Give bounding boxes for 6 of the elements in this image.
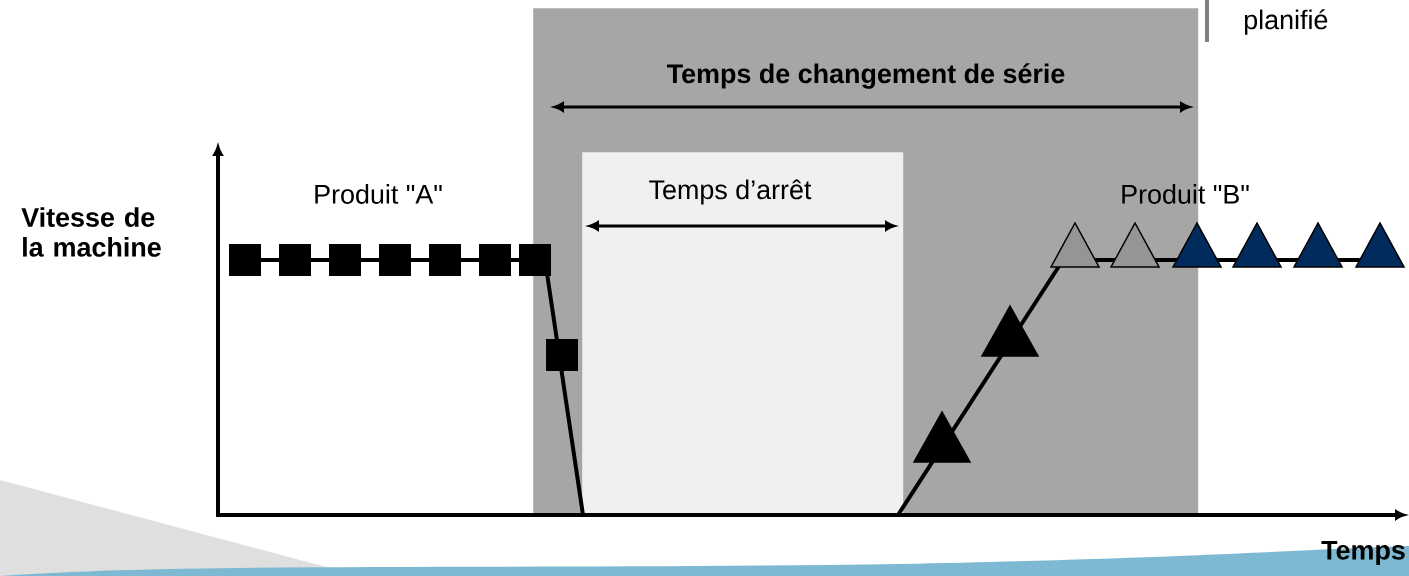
time-box: Temps d’arrêt [582,152,904,516]
axis-label: Vitesse de la machine [21,207,161,257]
series-label: Produit "A" [315,184,442,204]
series-label: Produit "B" [1122,184,1249,204]
axis-label: Temps [1321,540,1405,566]
note-text: planifié [1244,9,1328,35]
